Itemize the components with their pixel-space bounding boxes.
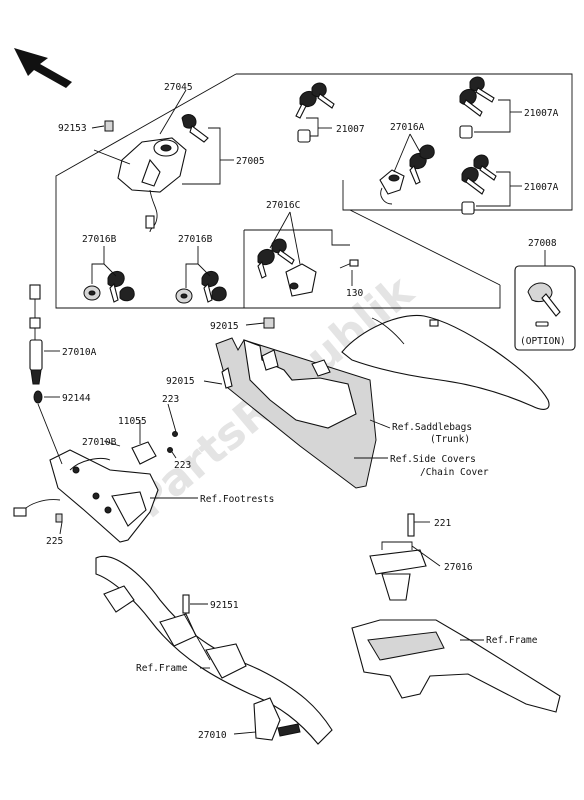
label-21007a-bottom: 21007A: [524, 182, 559, 193]
label-92151: 92151: [210, 600, 239, 611]
clip-92015-part: [263, 317, 275, 329]
key-21007-part: [295, 82, 335, 143]
label-92015-top: 92015: [210, 321, 239, 332]
key-21007a-bottom-part: [461, 154, 497, 215]
ignition-key-part: [181, 114, 209, 143]
label-223-bottom: 223: [174, 460, 191, 471]
switch-27010a-part: [29, 284, 43, 385]
reference-labels: Ref.Saddlebags (Trunk) Ref.Side Covers /…: [136, 422, 538, 674]
label-27045: 27045: [164, 82, 193, 93]
screw-225-part: [55, 513, 63, 523]
leader-lines: [37, 89, 546, 735]
ref-frame-right: Ref.Frame: [486, 635, 538, 646]
lock-27016b-right-part: [175, 271, 227, 304]
grommet-92144-part: [33, 390, 43, 404]
left-frame-part: [95, 555, 333, 745]
key-21007a-top-part: [459, 76, 495, 139]
label-92144: 92144: [62, 393, 91, 404]
ignition-switch-part: [117, 137, 187, 233]
label-27016b-right: 27016B: [178, 234, 213, 245]
label-27010: 27010: [198, 730, 227, 741]
ref-chain-cover: /Chain Cover: [420, 467, 489, 478]
ref-frame-left: Ref.Frame: [136, 663, 188, 674]
ref-trunk: (Trunk): [430, 434, 470, 445]
bolt-130-part: [349, 259, 359, 267]
front-direction-arrow-icon: [14, 48, 72, 88]
lock-set-outline: [55, 73, 573, 309]
label-21007: 21007: [336, 124, 365, 135]
screw-223-part: [167, 431, 178, 453]
label-27016a: 27016A: [390, 122, 425, 133]
label-27010a: 27010A: [62, 347, 97, 358]
option-key-box: (OPTION): [514, 265, 576, 351]
lock-27016a-part: [379, 144, 435, 205]
saddlebag-trunk-part: [341, 314, 550, 410]
switch-11055-part: [131, 441, 157, 465]
lock-27016c-part: [257, 238, 355, 297]
label-92015-bottom: 92015: [166, 376, 195, 387]
part-labels: 27045 92153 27005 21007 27016A 21007A 21…: [46, 82, 559, 741]
label-27005: 27005: [236, 156, 265, 167]
label-27016c: 27016C: [266, 200, 300, 211]
label-27016b-left: 27016B: [82, 234, 117, 245]
label-27008: 27008: [528, 238, 557, 249]
ref-side-covers: Ref.Side Covers: [390, 454, 476, 465]
side-cover-part: [215, 337, 377, 489]
ref-footrests: Ref.Footrests: [200, 494, 274, 505]
label-11055: 11055: [118, 416, 147, 427]
ref-saddlebags: Ref.Saddlebags: [392, 422, 472, 433]
bracket-27010b-part: [13, 449, 159, 543]
label-221: 221: [434, 518, 451, 529]
label-223-top: 223: [162, 394, 179, 405]
label-225: 225: [46, 536, 63, 547]
label-130: 130: [346, 288, 363, 299]
lock-27016b-left-part: [83, 271, 135, 303]
label-21007a-top: 21007A: [524, 108, 559, 119]
label-27010b: 27010B: [82, 437, 117, 448]
screw-92153-part: [104, 120, 114, 132]
label-92153: 92153: [58, 123, 87, 134]
option-label: (OPTION): [520, 336, 566, 347]
label-27016: 27016: [444, 562, 473, 573]
right-frame-part: [351, 513, 561, 713]
